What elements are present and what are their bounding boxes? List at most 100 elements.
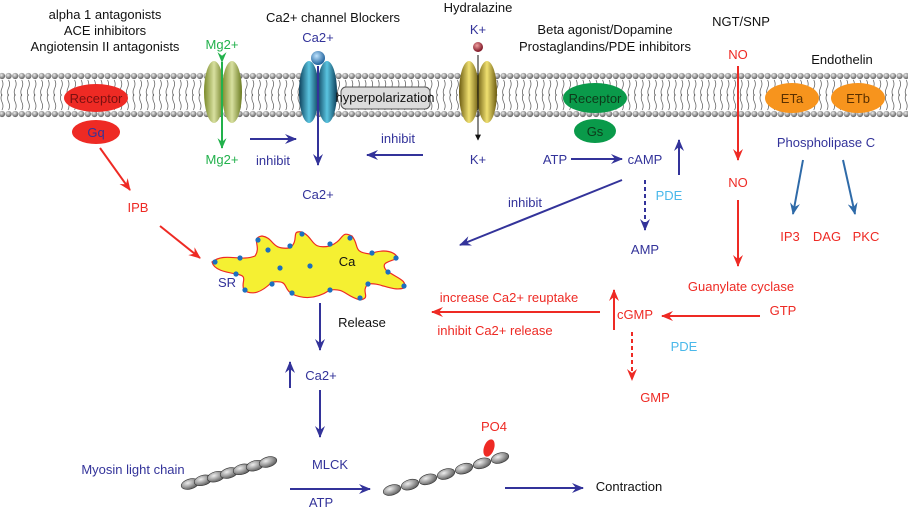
camp-label: cAMP — [628, 152, 663, 167]
sr-ca-dot — [327, 287, 333, 293]
arrow-plc-left — [790, 159, 804, 215]
sr-ca-dot — [393, 255, 399, 261]
myosin-chain-unphosphorylated — [180, 456, 278, 490]
etb-label: ETb — [846, 91, 870, 106]
drug-prostaglandins: Prostaglandins/PDE inhibitors — [519, 39, 691, 54]
ip3-label: IP3 — [780, 229, 800, 244]
myosin-bead — [258, 456, 278, 468]
arrow-plc-right — [842, 159, 858, 215]
atp-label-2: ATP — [309, 495, 333, 509]
sr-ca-dot — [277, 265, 283, 271]
eta-label: ETa — [781, 91, 804, 106]
myosin-chain-phosphorylated — [382, 452, 510, 496]
ca-top-label: Ca2+ — [302, 30, 333, 45]
sr-ca-dot — [212, 259, 218, 265]
arrow-gq-ipb — [99, 147, 131, 191]
inhibit-label-camp: inhibit — [508, 195, 542, 210]
inhibit-release-label: inhibit Ca2+ release — [437, 323, 552, 338]
guanylate-cyclase-label: Guanylate cyclase — [688, 279, 794, 294]
myosin-bead — [472, 457, 492, 470]
ca-channel — [299, 61, 337, 123]
gmp-label: GMP — [640, 390, 670, 405]
no-mid-label: NO — [728, 175, 748, 190]
sr-ca-dot — [233, 271, 239, 277]
cgmp-label: cGMP — [617, 307, 653, 322]
sr-ca-dot — [265, 247, 271, 253]
gq-protein — [72, 120, 120, 144]
ca-release-label: Ca2+ — [305, 368, 336, 383]
atp-label: ATP — [543, 152, 567, 167]
sr-label: SR — [218, 275, 236, 290]
myosin-bead — [418, 473, 438, 486]
sr-ca-dot — [327, 241, 333, 247]
k-ion — [473, 42, 483, 52]
sr-ca-dot — [307, 263, 313, 269]
ipb-label: IPB — [128, 200, 149, 215]
receptor-label-right: Receptor — [569, 91, 622, 106]
myosin-bead — [454, 462, 474, 475]
inhibit-label-k: inhibit — [381, 131, 415, 146]
sr-ca-dot — [242, 287, 248, 293]
ca-bottom-label: Ca2+ — [302, 187, 333, 202]
sr-ca-dot — [299, 231, 305, 237]
no-top-label: NO — [728, 47, 748, 62]
pde-label-2: PDE — [671, 339, 698, 354]
mg-top-label: Mg2+ — [206, 37, 239, 52]
eta-receptor — [765, 83, 819, 113]
drug-angiotensin: Angiotensin II antagonists — [31, 39, 180, 54]
arrow-ipb-sr — [159, 225, 201, 259]
ca-ion — [311, 51, 325, 65]
drug-ca-blockers: Ca2+ channel Blockers — [266, 10, 401, 25]
sr-ca-dot — [237, 255, 243, 261]
hyperpolarization-box — [340, 86, 431, 110]
drug-alpha1: alpha 1 antagonists — [49, 7, 162, 22]
mg-bottom-label: Mg2+ — [206, 152, 239, 167]
gq-label: Gq — [87, 125, 104, 140]
hyperpolarization-label: hyperpolarization — [335, 90, 434, 105]
myosin-bead — [382, 484, 402, 496]
drug-ace: ACE inhibitors — [64, 23, 147, 38]
sr-ca-dot — [385, 269, 391, 275]
release-label: Release — [338, 315, 386, 330]
myosin-bead — [400, 478, 420, 491]
po4-label: PO4 — [481, 419, 507, 434]
sr-ca-dot — [365, 281, 371, 287]
sr-ca-dot — [255, 237, 261, 243]
arrow-camp-inhibit-sr — [459, 179, 623, 246]
drug-hydralazine: Hydralazine — [444, 0, 513, 15]
phospholipase-c-label: Phospholipase C — [777, 135, 875, 150]
receptor-label-left: Receptor — [70, 91, 123, 106]
sr-ca-dot — [369, 250, 375, 256]
myosin-light-chain-label: Myosin light chain — [81, 462, 184, 477]
pde-label-1: PDE — [656, 188, 683, 203]
contraction-label: Contraction — [596, 479, 662, 494]
increase-reuptake-label: increase Ca2+ reuptake — [440, 290, 578, 305]
k-bottom-label: K+ — [470, 152, 486, 167]
drug-ngt: NGT/SNP — [712, 14, 770, 29]
sr-ca-dot — [357, 295, 363, 301]
receptor-gs-coupled — [563, 83, 627, 113]
pkc-label: PKC — [853, 229, 880, 244]
mlck-label: MLCK — [312, 457, 348, 472]
sr-calcium-dots — [212, 231, 407, 301]
dag-label: DAG — [813, 229, 841, 244]
receptor-gq-coupled — [64, 84, 128, 112]
phosphate-group — [483, 439, 495, 457]
drug-endothelin: Endothelin — [811, 52, 872, 67]
etb-receptor — [831, 83, 885, 113]
k-channel — [459, 61, 497, 123]
sr-ca-label: Ca — [339, 254, 356, 269]
gtp-label: GTP — [770, 303, 797, 318]
sr-ca-dot — [347, 235, 353, 241]
k-top-label: K+ — [470, 22, 486, 37]
sr-ca-dot — [287, 243, 293, 249]
sr-ca-dot — [269, 281, 275, 287]
gs-protein — [574, 119, 616, 143]
myosin-bead — [490, 452, 510, 464]
amp-label: AMP — [631, 242, 659, 257]
inhibit-label-mg: inhibit — [256, 153, 290, 168]
sr-ca-dot — [289, 290, 295, 296]
drug-beta-agonist: Beta agonist/Dopamine — [537, 22, 672, 37]
